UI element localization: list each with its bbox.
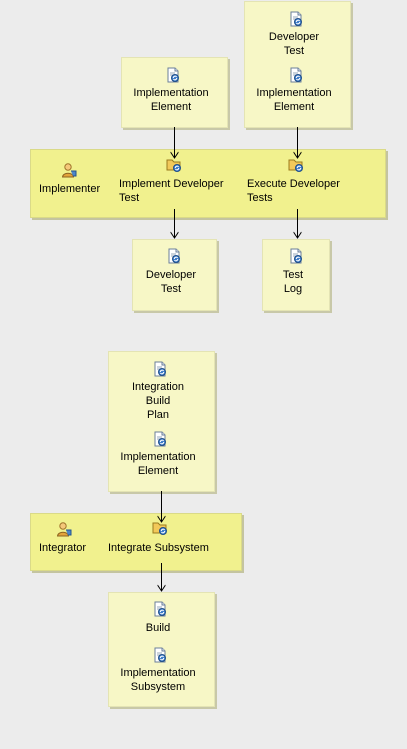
task-label[interactable]: Integrate Subsystem: [108, 542, 209, 554]
artifact-label[interactable]: Integration Build Plan: [132, 381, 184, 421]
artifact-label[interactable]: Implementation Subsystem: [120, 667, 196, 693]
artifact-label[interactable]: Implementation Element: [120, 451, 196, 477]
artifact-label[interactable]: Test Log: [282, 269, 304, 295]
artifact-label[interactable]: Developer Test: [145, 269, 197, 295]
artifact-label[interactable]: Implementation Element: [256, 87, 332, 113]
artifact-label[interactable]: Developer Test: [268, 31, 320, 57]
role-task-band: [30, 149, 386, 218]
task-label[interactable]: Implement Developer Test: [119, 178, 224, 204]
role-label[interactable]: Implementer: [39, 183, 101, 195]
artifact-label[interactable]: Implementation Element: [133, 87, 209, 113]
artifact-label[interactable]: Build: [145, 622, 171, 634]
output-workproduct-box-1: [132, 239, 217, 311]
role-task-band: [30, 513, 242, 571]
role-label[interactable]: Integrator: [39, 542, 87, 554]
task-label[interactable]: Execute Developer Tests: [247, 178, 340, 204]
